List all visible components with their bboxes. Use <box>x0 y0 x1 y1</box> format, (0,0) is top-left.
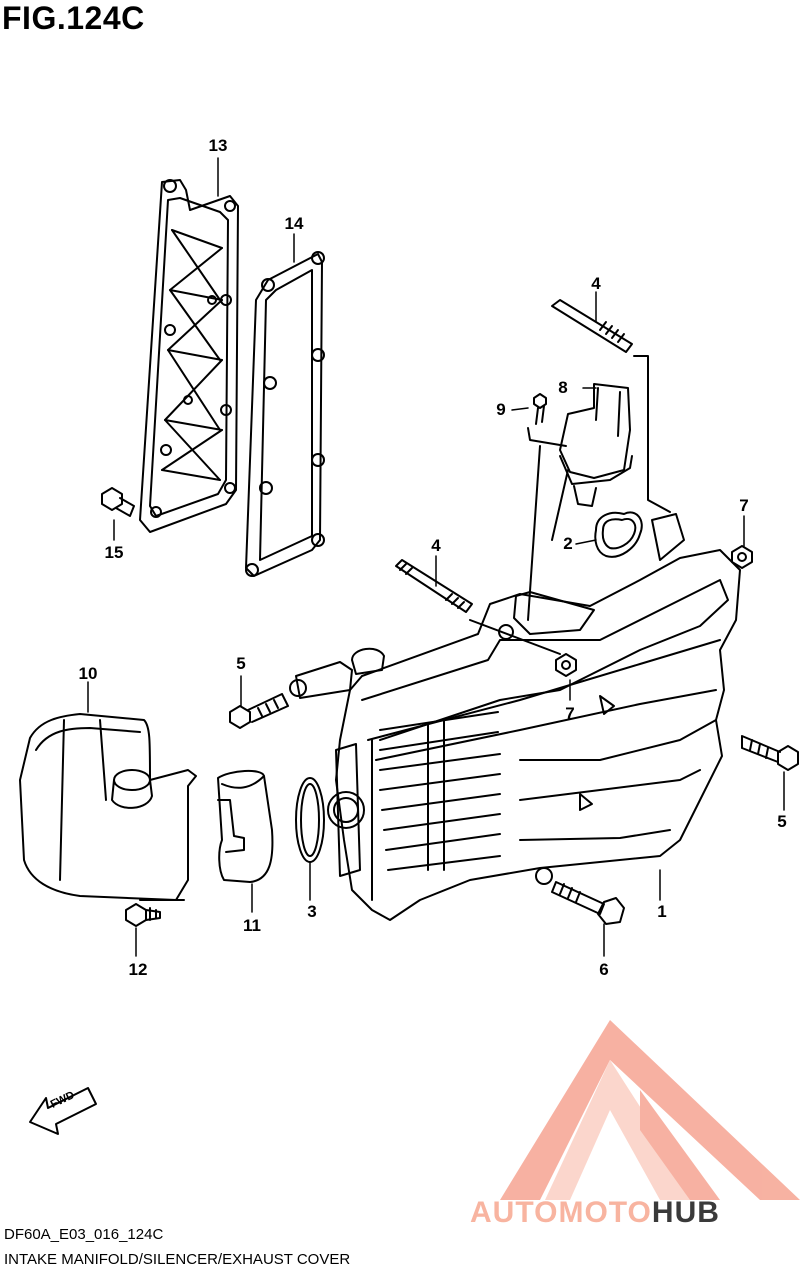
callout-1: 1 <box>657 902 667 921</box>
callout-11: 11 <box>243 916 261 935</box>
intake-manifold <box>289 513 741 921</box>
screw-12 <box>125 899 185 927</box>
callout-7-center: 7 <box>565 704 575 723</box>
callout-5-right: 5 <box>777 812 787 831</box>
diagram-code: DF60A_E03_016_124C <box>4 1226 164 1243</box>
callout-8: 8 <box>558 378 568 397</box>
exhaust-cover-plate <box>139 179 239 533</box>
diagram-caption: INTAKE MANIFOLD/SILENCER/EXHAUST COVER <box>4 1251 351 1268</box>
callout-13: 13 <box>208 136 228 155</box>
nut-7-center <box>555 653 577 677</box>
leader-lines <box>87 157 785 957</box>
stud-bolt-lower <box>395 559 473 613</box>
watermark-brand-text: AUTOMOTOHUB <box>470 1196 720 1230</box>
bolt-6 <box>551 881 625 925</box>
callout-4-lower: 4 <box>431 536 441 555</box>
callout-4-upper: 4 <box>591 274 601 293</box>
idle-air-sensor <box>559 383 633 507</box>
callout-5-left: 5 <box>236 654 246 673</box>
stud-bolt-upper <box>551 299 633 353</box>
callout-7-right: 7 <box>739 496 749 515</box>
callout-2: 2 <box>563 534 573 553</box>
o-ring-2 <box>594 511 643 558</box>
silencer <box>19 713 197 901</box>
screw-9 <box>527 393 567 447</box>
callout-6: 6 <box>599 960 609 979</box>
bolt-15 <box>101 487 135 517</box>
exhaust-cover-gasket <box>245 251 325 577</box>
o-ring-3 <box>295 777 325 863</box>
callout-3: 3 <box>307 902 317 921</box>
callout-15: 15 <box>104 543 124 562</box>
callout-10: 10 <box>78 664 98 683</box>
silencer-band <box>217 770 274 883</box>
callout-12: 12 <box>128 960 148 979</box>
figure-title: FIG.124C <box>2 0 145 36</box>
brand-part-moto: MOTO <box>558 1196 652 1229</box>
bolt-5-left <box>229 693 289 729</box>
brand-part-hub: HUB <box>651 1196 720 1229</box>
fwd-arrow-icon <box>29 1087 97 1135</box>
bolt-5-right <box>741 735 799 771</box>
callout-9: 9 <box>496 400 506 419</box>
callout-14: 14 <box>284 214 304 233</box>
brand-part-auto: AUTO <box>470 1196 559 1229</box>
